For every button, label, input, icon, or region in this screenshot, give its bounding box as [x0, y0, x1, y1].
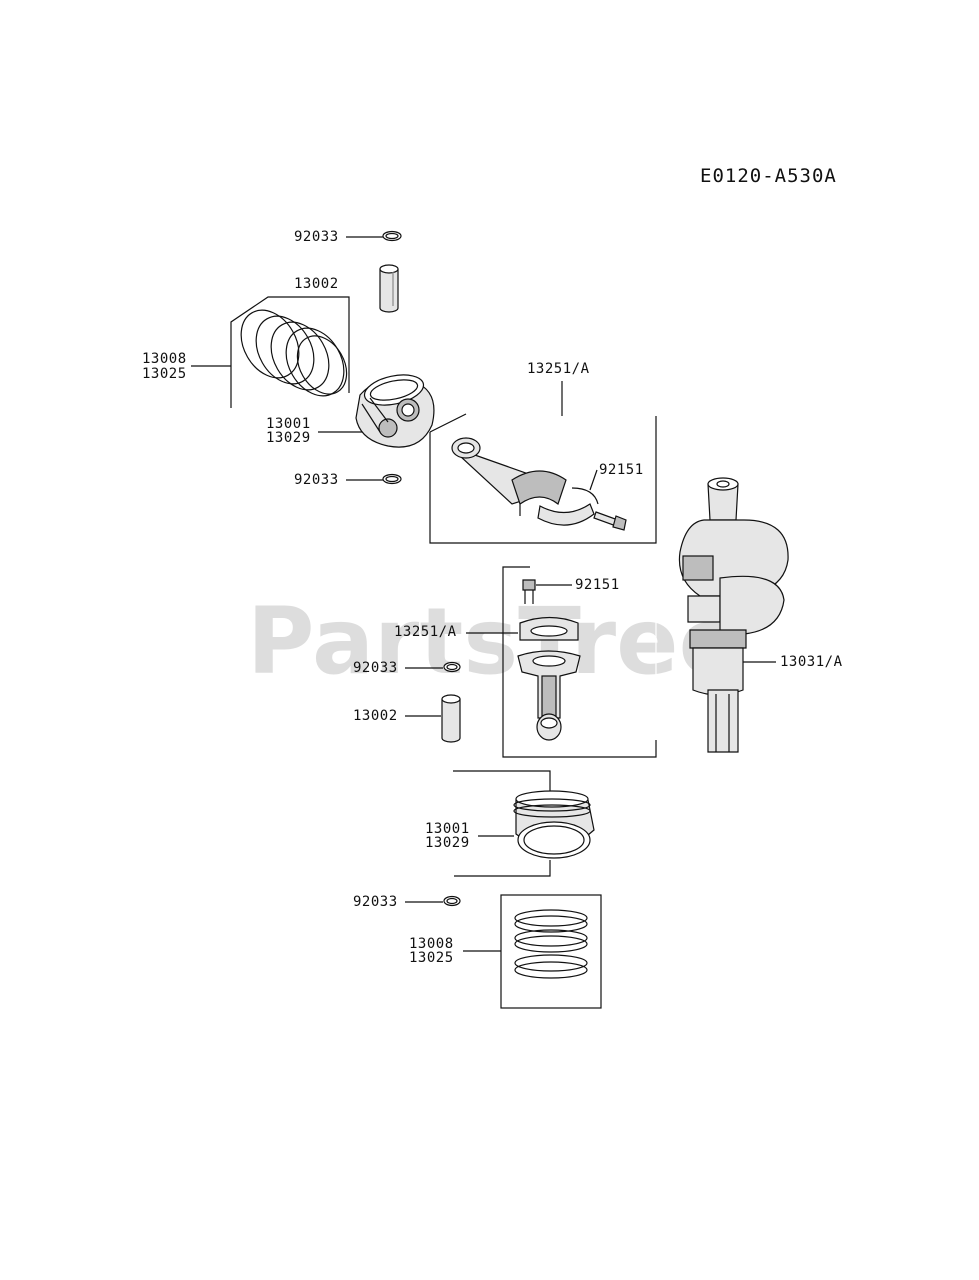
crankshaft: [678, 477, 789, 753]
piston-pin-bottom: [405, 694, 461, 743]
retaining-ring-low: [405, 661, 461, 673]
bolt-top: [593, 511, 627, 531]
callout-conrod-bottom: 13251/A: [394, 624, 457, 640]
diagram-code: E0120-A530A: [700, 165, 837, 187]
piston-pin-top: [379, 264, 399, 313]
callout-ring-set-bottom-b: 13025: [409, 950, 454, 966]
callout-retaining-ring-mid: 92033: [294, 472, 339, 488]
callout-piston-top-b: 13029: [266, 430, 311, 446]
retaining-ring-top: [346, 230, 402, 242]
callout-piston-bottom-a: 13001: [425, 821, 470, 837]
callout-piston-pin-bottom: 13002: [353, 708, 398, 724]
conrod-bottom: [466, 566, 657, 758]
callout-retaining-ring-low: 92033: [353, 660, 398, 676]
callout-crankshaft: 13031/A: [780, 654, 843, 670]
watermark: PartsTree: [247, 588, 741, 695]
callout-ring-set-bottom-a: 13008: [409, 936, 454, 952]
retaining-ring-bottom: [405, 895, 461, 907]
ring-set-top: [191, 296, 350, 408]
callout-conrod-top: 13251/A: [527, 361, 590, 377]
piston-bottom: [453, 770, 595, 877]
conrod-top: [429, 381, 657, 544]
piston-top: [318, 374, 435, 448]
callout-piston-top-a: 13001: [266, 416, 311, 432]
callout-ring-set-top-b: 13025: [142, 366, 187, 382]
callout-retaining-ring-top: 92033: [294, 229, 339, 245]
callout-ring-set-top-a: 13008: [142, 351, 187, 367]
bolt-bottom: [522, 579, 572, 604]
callout-bolt-bottom: 92151: [575, 577, 620, 593]
callout-piston-pin-top: 13002: [294, 276, 339, 292]
retaining-ring-mid: [346, 473, 402, 485]
callout-bolt-top: 92151: [599, 462, 644, 478]
callout-piston-bottom-b: 13029: [425, 835, 470, 851]
callout-retaining-ring-bottom: 92033: [353, 894, 398, 910]
ring-set-bottom: [463, 894, 602, 1009]
